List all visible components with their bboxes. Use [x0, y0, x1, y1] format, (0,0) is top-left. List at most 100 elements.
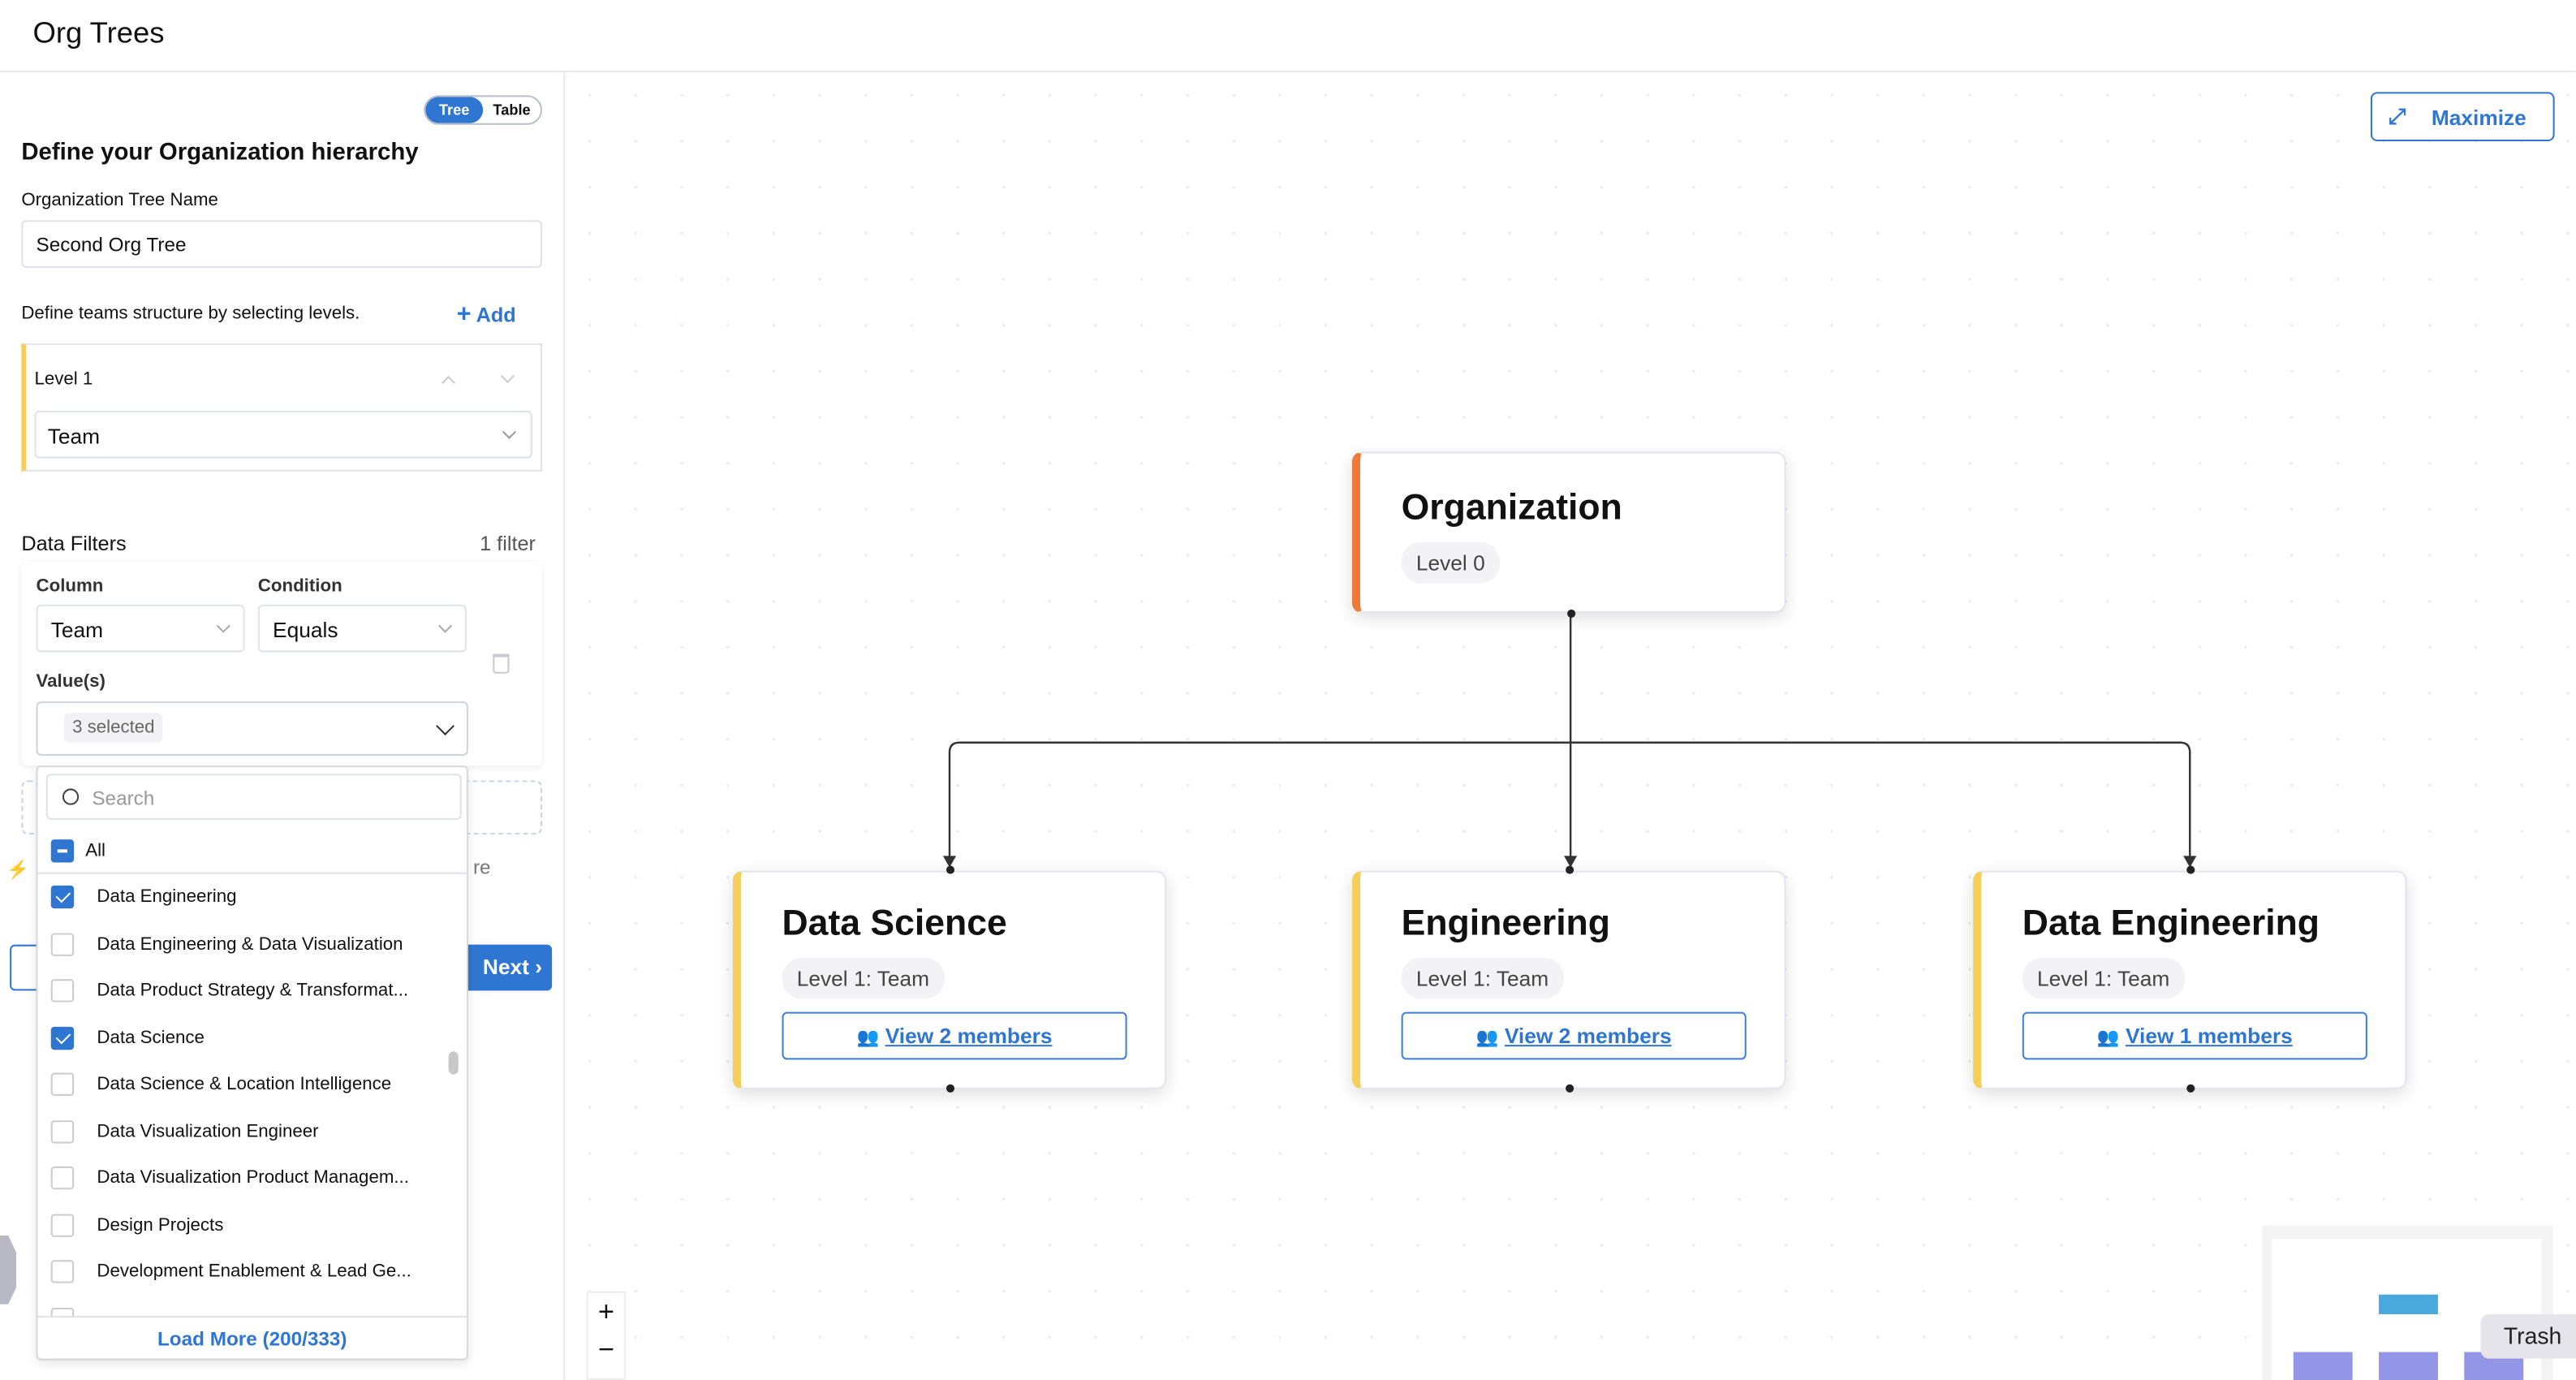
- form-heading: Define your Organization hierarchy: [21, 140, 419, 166]
- condition-value: Equals: [273, 617, 338, 643]
- option-item[interactable]: Data Visualization Product Managem...: [38, 1155, 442, 1201]
- view-members-label: View 2 members: [885, 1023, 1053, 1049]
- view-toggle[interactable]: Tree Table: [424, 95, 542, 125]
- option-item-partial[interactable]: [38, 1296, 442, 1318]
- node-title: Organization: [1401, 486, 1622, 528]
- node-title: Engineering: [1401, 902, 1610, 943]
- option-checkbox[interactable]: [50, 1072, 75, 1096]
- select-all-option[interactable]: All: [37, 826, 467, 874]
- level-label: Level 1: [34, 369, 93, 390]
- add-level-button[interactable]: + Add: [457, 300, 516, 328]
- tree-name-input[interactable]: Second Org Tree: [21, 220, 542, 268]
- option-checkbox[interactable]: [50, 885, 75, 909]
- condition-select[interactable]: Equals: [257, 604, 467, 653]
- handle-dot[interactable]: [2186, 865, 2195, 874]
- indeterminate-checkbox[interactable]: [50, 839, 75, 863]
- page-title: Org Trees: [32, 16, 165, 50]
- node-level-badge: Level 1: Team: [782, 957, 945, 999]
- option-label: Data Science & Location Intelligence: [97, 1074, 392, 1094]
- option-item[interactable]: Data Visualization Engineer: [38, 1108, 442, 1154]
- view-members-button[interactable]: 👥 View 2 members: [1401, 1011, 1747, 1060]
- tree-name-value: Second Org Tree: [36, 233, 187, 257]
- node-title: Data Engineering: [2022, 902, 2320, 943]
- column-value: Team: [50, 617, 104, 643]
- search-placeholder: Search: [92, 787, 155, 810]
- handle-dot[interactable]: [2186, 1084, 2195, 1093]
- values-select[interactable]: 3 selected: [36, 701, 468, 756]
- node-level-badge: Level 0: [1401, 541, 1500, 584]
- option-item[interactable]: Data Product Strategy & Transformat...: [38, 968, 442, 1014]
- column-select[interactable]: Team: [36, 604, 245, 653]
- tab-table[interactable]: Table: [493, 101, 531, 119]
- values-summary: 3 selected: [63, 713, 163, 743]
- option-label: Data Engineering: [97, 886, 237, 908]
- option-label: Design Projects: [97, 1214, 224, 1235]
- option-checkbox[interactable]: [50, 1306, 75, 1318]
- handle-dot[interactable]: [1565, 865, 1574, 874]
- level-select[interactable]: Team: [34, 410, 532, 459]
- maximize-label: Maximize: [2431, 105, 2526, 130]
- expand-icon: ⤢: [2389, 103, 2406, 128]
- option-label: Data Visualization Engineer: [97, 1121, 319, 1141]
- handle-dot[interactable]: [945, 865, 954, 874]
- dropdown-search-input[interactable]: Search: [45, 774, 462, 820]
- minimap[interactable]: [2262, 1225, 2553, 1380]
- option-label: Data Product Strategy & Transformat...: [97, 981, 409, 1001]
- node-organization[interactable]: Organization Level 0: [1351, 451, 1786, 613]
- filter-card: Column Condition Team Equals Value(s) 3 …: [21, 562, 542, 766]
- add-label: Add: [476, 304, 516, 327]
- maximize-button[interactable]: ⤢ Maximize: [2370, 92, 2555, 142]
- filters-count: 1 filter: [480, 532, 536, 556]
- option-checkbox[interactable]: [50, 932, 75, 955]
- zoom-in-button[interactable]: +: [597, 1296, 614, 1328]
- node-level-badge: Level 1: Team: [1401, 957, 1564, 999]
- view-members-button[interactable]: 👥 View 1 members: [2022, 1011, 2367, 1060]
- scrollbar-thumb[interactable]: [448, 1051, 459, 1075]
- node-level-badge: Level 1: Team: [2022, 957, 2185, 999]
- handle-dot[interactable]: [1565, 1084, 1574, 1093]
- arrow-icon: [942, 856, 957, 868]
- tab-tree[interactable]: Tree: [425, 97, 484, 123]
- option-checkbox[interactable]: [50, 1166, 75, 1190]
- option-checkbox[interactable]: [50, 1119, 75, 1143]
- option-item[interactable]: Data Science: [38, 1015, 442, 1061]
- values-label: Value(s): [36, 671, 106, 692]
- handle-dot[interactable]: [1566, 609, 1575, 618]
- option-checkbox[interactable]: [50, 979, 75, 1003]
- option-label: Development Enablement & Lead Ge...: [97, 1261, 411, 1282]
- handle-dot[interactable]: [945, 1084, 954, 1093]
- option-checkbox[interactable]: [50, 1260, 75, 1283]
- team-icon: 👥: [856, 1028, 880, 1049]
- team-icon: 👥: [1475, 1028, 1499, 1049]
- all-label: All: [85, 841, 106, 861]
- trash-icon[interactable]: [493, 653, 510, 674]
- condition-label: Condition: [257, 576, 342, 597]
- option-item[interactable]: Development Enablement & Lead Ge...: [38, 1248, 442, 1295]
- zoom-out-button[interactable]: −: [597, 1334, 614, 1365]
- option-checkbox[interactable]: [50, 1025, 75, 1050]
- minimap-node: [2293, 1352, 2353, 1380]
- search-icon: [62, 788, 80, 805]
- load-more-button[interactable]: Load More (200/333): [37, 1316, 467, 1361]
- minimap-root-node: [2379, 1294, 2438, 1315]
- lightning-icon: ⚡: [6, 860, 29, 881]
- app-header: Org Trees: [0, 0, 2576, 73]
- arrow-icon: [2183, 856, 2197, 868]
- option-checkbox[interactable]: [50, 1213, 75, 1236]
- connector-lines: [948, 614, 2191, 866]
- option-item[interactable]: Design Projects: [38, 1201, 442, 1248]
- trash-tooltip: Trash: [2480, 1314, 2576, 1359]
- levels-hint: Define teams structure by selecting leve…: [21, 304, 360, 324]
- option-label: Data Visualization Product Managem...: [97, 1167, 409, 1188]
- view-members-button[interactable]: 👥 View 2 members: [782, 1011, 1127, 1060]
- option-item[interactable]: Data Science & Location Intelligence: [38, 1061, 442, 1107]
- option-item[interactable]: Data Engineering & Data Visualization: [38, 921, 442, 967]
- option-item[interactable]: Data Engineering: [38, 874, 442, 921]
- side-handle[interactable]: [0, 1235, 17, 1305]
- team-icon: 👥: [2096, 1028, 2120, 1049]
- tree-canvas[interactable]: [566, 72, 2576, 1380]
